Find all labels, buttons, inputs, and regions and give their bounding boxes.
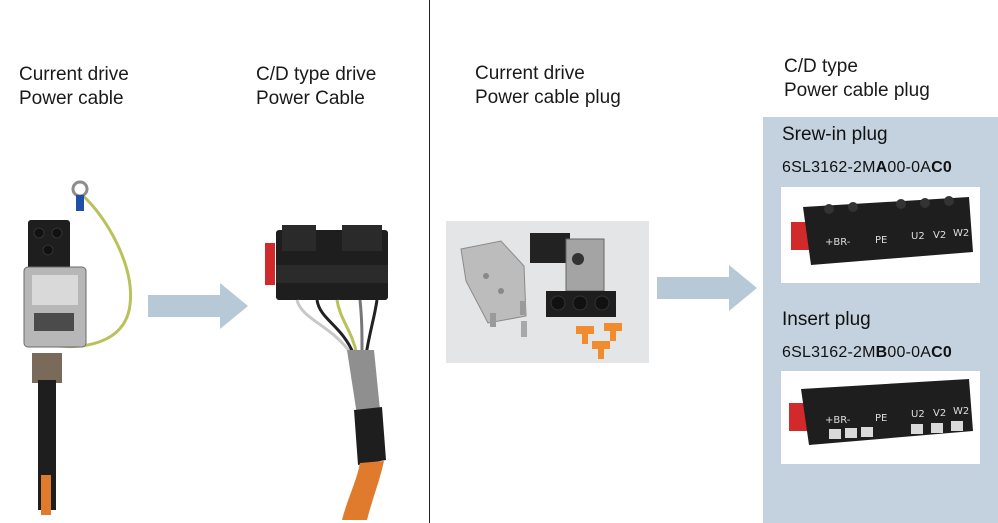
screw-in-plug-photo: +BR- PE U2 V2 W2 [781,187,980,283]
screw-in-part-number: 6SL3162-2MA00-0AC0 [782,159,952,177]
label-pe: PE [875,413,887,424]
insert-plug-image: +BR- PE U2 V2 W2 [789,379,973,445]
part-suffix: C0 [931,159,952,176]
section-divider [429,0,430,523]
plug-housing [565,238,605,292]
part-suffix: C0 [931,344,952,361]
part-prefix: 6SL3162-2M [782,159,876,176]
orange-clip [576,326,594,344]
caption-line: Current drive [475,63,585,84]
label-pe: PE [875,235,887,246]
label-w2: W2 [953,228,969,239]
plug-black-top [530,233,570,263]
braided-shield [347,350,380,415]
label-u2: U2 [911,409,925,420]
caption-line: Current drive [19,64,129,85]
insert-plug-title: Insert plug [782,309,871,330]
arrow-right-icon [148,283,248,329]
caption-line: Power cable [19,88,124,109]
caption-line: Power Cable [256,88,365,109]
caption-line: Power cable plug [475,87,621,108]
current-plug-kit-image [460,233,622,359]
caption-line: C/D type [784,56,858,77]
label-v2: V2 [933,408,946,419]
caption-cd-drive-cable: C/D type drive Power Cable [256,63,376,111]
current-drive-cable-image [23,180,133,515]
label-u2: U2 [911,231,925,242]
cable-clamp [32,353,62,383]
ring-terminal-sleeve [76,195,84,211]
caption-line: Power cable plug [784,80,930,101]
part-variant: A [875,159,888,176]
metal-plate [460,240,527,324]
caption-line: C/D type drive [256,64,377,85]
cd-drive-cable-image [265,225,388,520]
screw-in-plug-title: Srew-in plug [782,124,888,145]
label-br: +BR- [825,415,851,426]
caption-current-drive-cable: Current drive Power cable [19,63,129,111]
part-variant: B [875,344,888,361]
connector-body [803,197,973,265]
part-prefix: 6SL3162-2M [782,344,876,361]
insert-plug-photo: +BR- PE U2 V2 W2 [781,371,980,464]
orange-cable [342,461,384,520]
ring-terminal [71,180,89,198]
screw-in-plug-image: +BR- PE U2 V2 W2 [791,196,973,265]
part-mid: 00-0A [887,159,932,176]
label-v2: V2 [933,230,946,241]
arrow-right-icon [657,265,757,311]
connector-body [801,379,973,445]
label-br: +BR- [825,237,851,248]
insert-part-number: 6SL3162-2MB00-0AC0 [782,344,952,362]
red-latch [265,243,275,285]
caption-cd-plug: C/D type Power cable plug [784,55,930,103]
part-mid: 00-0A [887,344,932,361]
label-w2: W2 [953,406,969,417]
caption-current-drive-plug: Current drive Power cable plug [475,62,621,110]
current-plug-photo [446,221,649,363]
